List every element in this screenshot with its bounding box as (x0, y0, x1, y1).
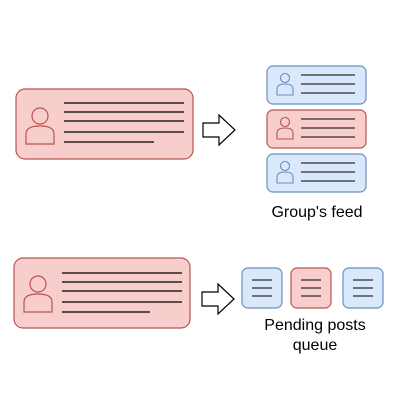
bottom-post-card (13, 257, 191, 329)
user-icon (276, 160, 294, 184)
user-icon (276, 72, 294, 96)
queue-item (241, 267, 283, 309)
arrow-right-icon (202, 113, 236, 147)
user-icon (23, 275, 53, 313)
text-lines (62, 272, 182, 313)
feed-item (266, 65, 367, 105)
queue-item (290, 267, 332, 309)
text-lines (64, 102, 184, 143)
user-icon (25, 107, 55, 145)
feed-caption: Group's feed (271, 204, 363, 221)
feed-item (266, 153, 367, 193)
queue-item (342, 267, 384, 309)
user-icon (276, 116, 294, 140)
feed-item (266, 109, 367, 149)
arrow-right-icon (201, 282, 235, 316)
queue-caption-line1: Pending posts (264, 317, 366, 334)
queue-caption-line2: queue (292, 337, 338, 354)
top-post-card (15, 88, 194, 160)
